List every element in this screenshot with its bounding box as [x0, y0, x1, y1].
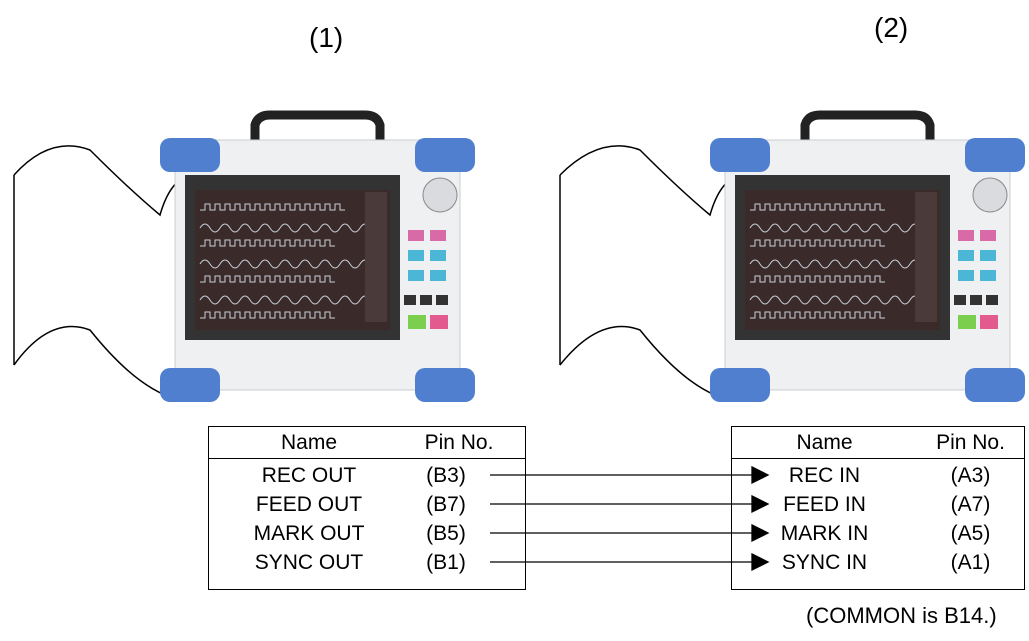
bumper-top-left	[160, 138, 220, 172]
bumper-bottom-right	[415, 368, 475, 402]
table-row: REC IN (A3)	[732, 463, 1024, 489]
waveform	[749, 223, 921, 233]
panel-button	[970, 295, 982, 305]
jog-dial	[972, 177, 1008, 213]
panel-button	[980, 230, 996, 241]
panel-button	[958, 230, 974, 241]
cable-curve-right	[559, 145, 741, 217]
panel-button	[986, 295, 998, 305]
pin-number: (A3)	[950, 464, 991, 487]
carry-handle	[250, 110, 385, 150]
panel-button	[430, 230, 446, 241]
pin-number: (A7)	[950, 493, 991, 516]
screen	[745, 190, 940, 330]
signal-name: SYNC IN	[781, 551, 868, 574]
recorder-device-2	[710, 110, 1025, 402]
start-button	[408, 315, 426, 329]
waveform	[749, 259, 921, 269]
waveform	[199, 295, 371, 305]
panel-button	[408, 230, 424, 241]
pin-number: (B7)	[426, 493, 466, 516]
table-row: REC OUT (B3)	[209, 463, 525, 489]
panel-button	[430, 250, 446, 261]
panel-button	[408, 250, 424, 261]
waveform	[200, 239, 335, 247]
pin-number: (A1)	[950, 551, 991, 574]
panel-button	[980, 270, 996, 281]
table-row: SYNC IN (A1)	[732, 550, 1024, 576]
table-header: Name Pin No.	[732, 430, 1024, 456]
bumper-top-left	[710, 138, 770, 172]
bumper-top-right	[415, 138, 475, 172]
pin-number: (A5)	[950, 522, 991, 545]
bumper-top-right	[965, 138, 1025, 172]
panel-button	[408, 270, 424, 281]
side-panel	[915, 192, 937, 322]
table-row: MARK IN (A5)	[732, 521, 1024, 547]
waveform	[199, 259, 371, 269]
table-row: FEED IN (A7)	[732, 492, 1024, 518]
signal-name: MARK OUT	[253, 522, 365, 545]
jog-dial	[422, 177, 458, 213]
table-header: Name Pin No.	[209, 430, 525, 456]
signal-name: SYNC OUT	[254, 551, 364, 574]
cable-curves	[13, 145, 741, 396]
cable-curve-left-bottom	[13, 325, 166, 396]
pin-number: (B5)	[426, 522, 466, 545]
signal-name: REC IN	[788, 464, 861, 487]
unit-label-2: (2)	[874, 12, 909, 43]
panel-button	[980, 250, 996, 261]
carry-handle	[800, 110, 935, 150]
output-pin-table: Name Pin No. REC OUT (B3) FEED OUT (B7) …	[208, 426, 526, 590]
table-row: FEED OUT (B7)	[209, 492, 525, 518]
panel-button	[404, 295, 416, 305]
signal-name: REC OUT	[261, 464, 357, 487]
pin-number: (B3)	[426, 464, 466, 487]
waveform	[750, 203, 885, 211]
stop-button	[430, 315, 448, 329]
panel-button	[958, 250, 974, 261]
header-name: Name	[796, 431, 853, 454]
table-row: SYNC OUT (B1)	[209, 550, 525, 576]
table-row: MARK OUT (B5)	[209, 521, 525, 547]
side-panel	[365, 192, 387, 322]
signal-name: FEED OUT	[255, 493, 363, 516]
cable-curve-left	[13, 145, 191, 217]
panel-button	[436, 295, 448, 305]
waveform	[200, 311, 335, 319]
bumper-bottom-left	[160, 368, 220, 402]
waveform	[199, 223, 371, 233]
panel-button	[954, 295, 966, 305]
screen	[195, 190, 390, 330]
unit-label-1: (1)	[309, 22, 344, 53]
pin-number: (B1)	[426, 551, 466, 574]
signal-name: MARK IN	[780, 522, 869, 545]
waveform	[750, 239, 885, 247]
panel-button	[430, 270, 446, 281]
cable-curve-right-bottom	[559, 325, 716, 396]
waveform	[200, 203, 345, 211]
signal-name: FEED IN	[783, 493, 866, 516]
recorder-device-1	[160, 110, 475, 402]
waveform	[200, 275, 335, 283]
stop-button	[980, 315, 998, 329]
header-name: Name	[280, 431, 338, 454]
panel-button	[420, 295, 432, 305]
start-button	[958, 315, 976, 329]
panel-button	[958, 270, 974, 281]
header-pin: Pin No.	[424, 431, 494, 454]
common-footnote: (COMMON is B14.)	[806, 603, 997, 628]
header-pin: Pin No.	[936, 431, 1005, 454]
bumper-bottom-left	[710, 368, 770, 402]
bumper-bottom-right	[965, 368, 1025, 402]
waveform	[750, 311, 885, 319]
input-pin-table: Name Pin No. REC IN (A3) FEED IN (A7) MA…	[731, 426, 1025, 590]
waveform	[750, 275, 885, 283]
waveform	[749, 295, 921, 305]
